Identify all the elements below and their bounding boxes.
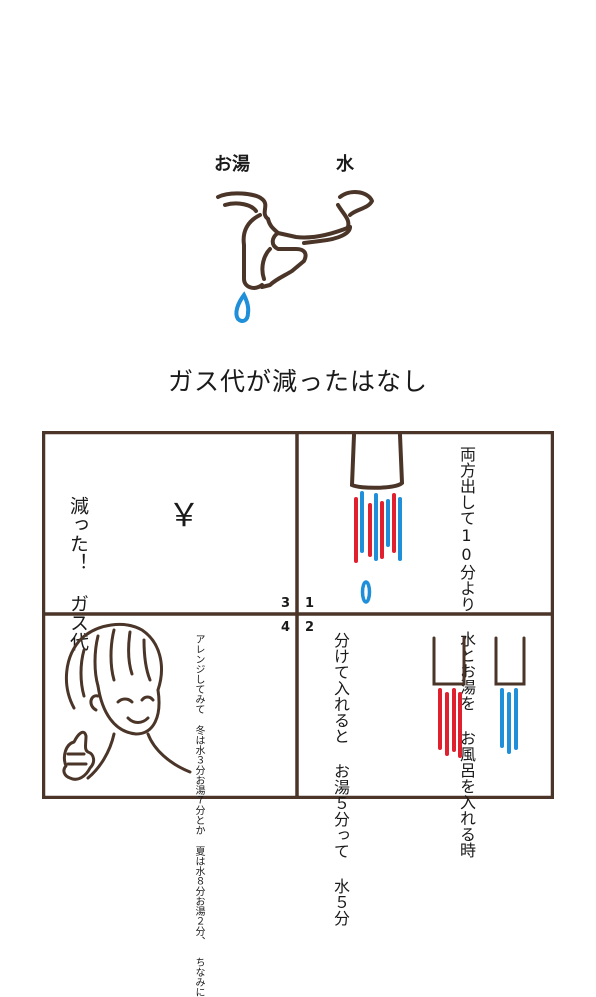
panel1-text: 両方出して10分より 水とお湯を お風呂を入れる時 <box>452 446 480 858</box>
panel4-line-2: 夏は水８分お湯２分、 <box>193 846 204 946</box>
panel2-line-3: 分けて入れると <box>331 632 350 744</box>
comic-frame <box>42 431 554 799</box>
panel4-line-1: ちなみに <box>193 957 204 997</box>
panel-number-1: 1 <box>305 596 315 611</box>
panel-number-2: 2 <box>305 620 315 635</box>
page-title: ガス代が減ったはなし <box>167 367 428 396</box>
panel4-line-3: 冬は水３分お湯７分とか <box>193 725 204 835</box>
panel4-line-4: アレンジしてみて <box>193 634 204 714</box>
hot-water-label: お湯 <box>214 154 250 175</box>
panel4-text: アレンジしてみて 冬は水３分お湯７分とか 夏は水８分お湯２分、 ちなみに <box>190 634 207 997</box>
faucet-illustration <box>216 190 374 323</box>
yen-symbol: ￥ <box>168 496 201 534</box>
cold-water-label: 水 <box>336 154 354 175</box>
panel3-text: 減った！ ガス代 <box>62 496 94 651</box>
panel1-line-3: 両方出して10分より <box>457 446 476 612</box>
panel2-text: 分けて入れると お湯５分って 水５分 <box>326 632 354 926</box>
panel1-line-2: 水とお湯を <box>457 631 476 711</box>
panel2-faucets-drawing <box>432 636 526 758</box>
panel3-line-2: 減った！ <box>67 496 89 572</box>
panel1-faucet-drawing <box>349 433 405 604</box>
panel2-line-1: 水５分 <box>331 878 350 926</box>
panel2-line-2: お湯５分って <box>331 763 350 859</box>
character-drawing <box>62 623 192 781</box>
panel-number-4: 4 <box>281 620 291 635</box>
panel-number-3: 3 <box>281 596 291 611</box>
panel1-line-1: お風呂を入れる時 <box>457 730 476 858</box>
